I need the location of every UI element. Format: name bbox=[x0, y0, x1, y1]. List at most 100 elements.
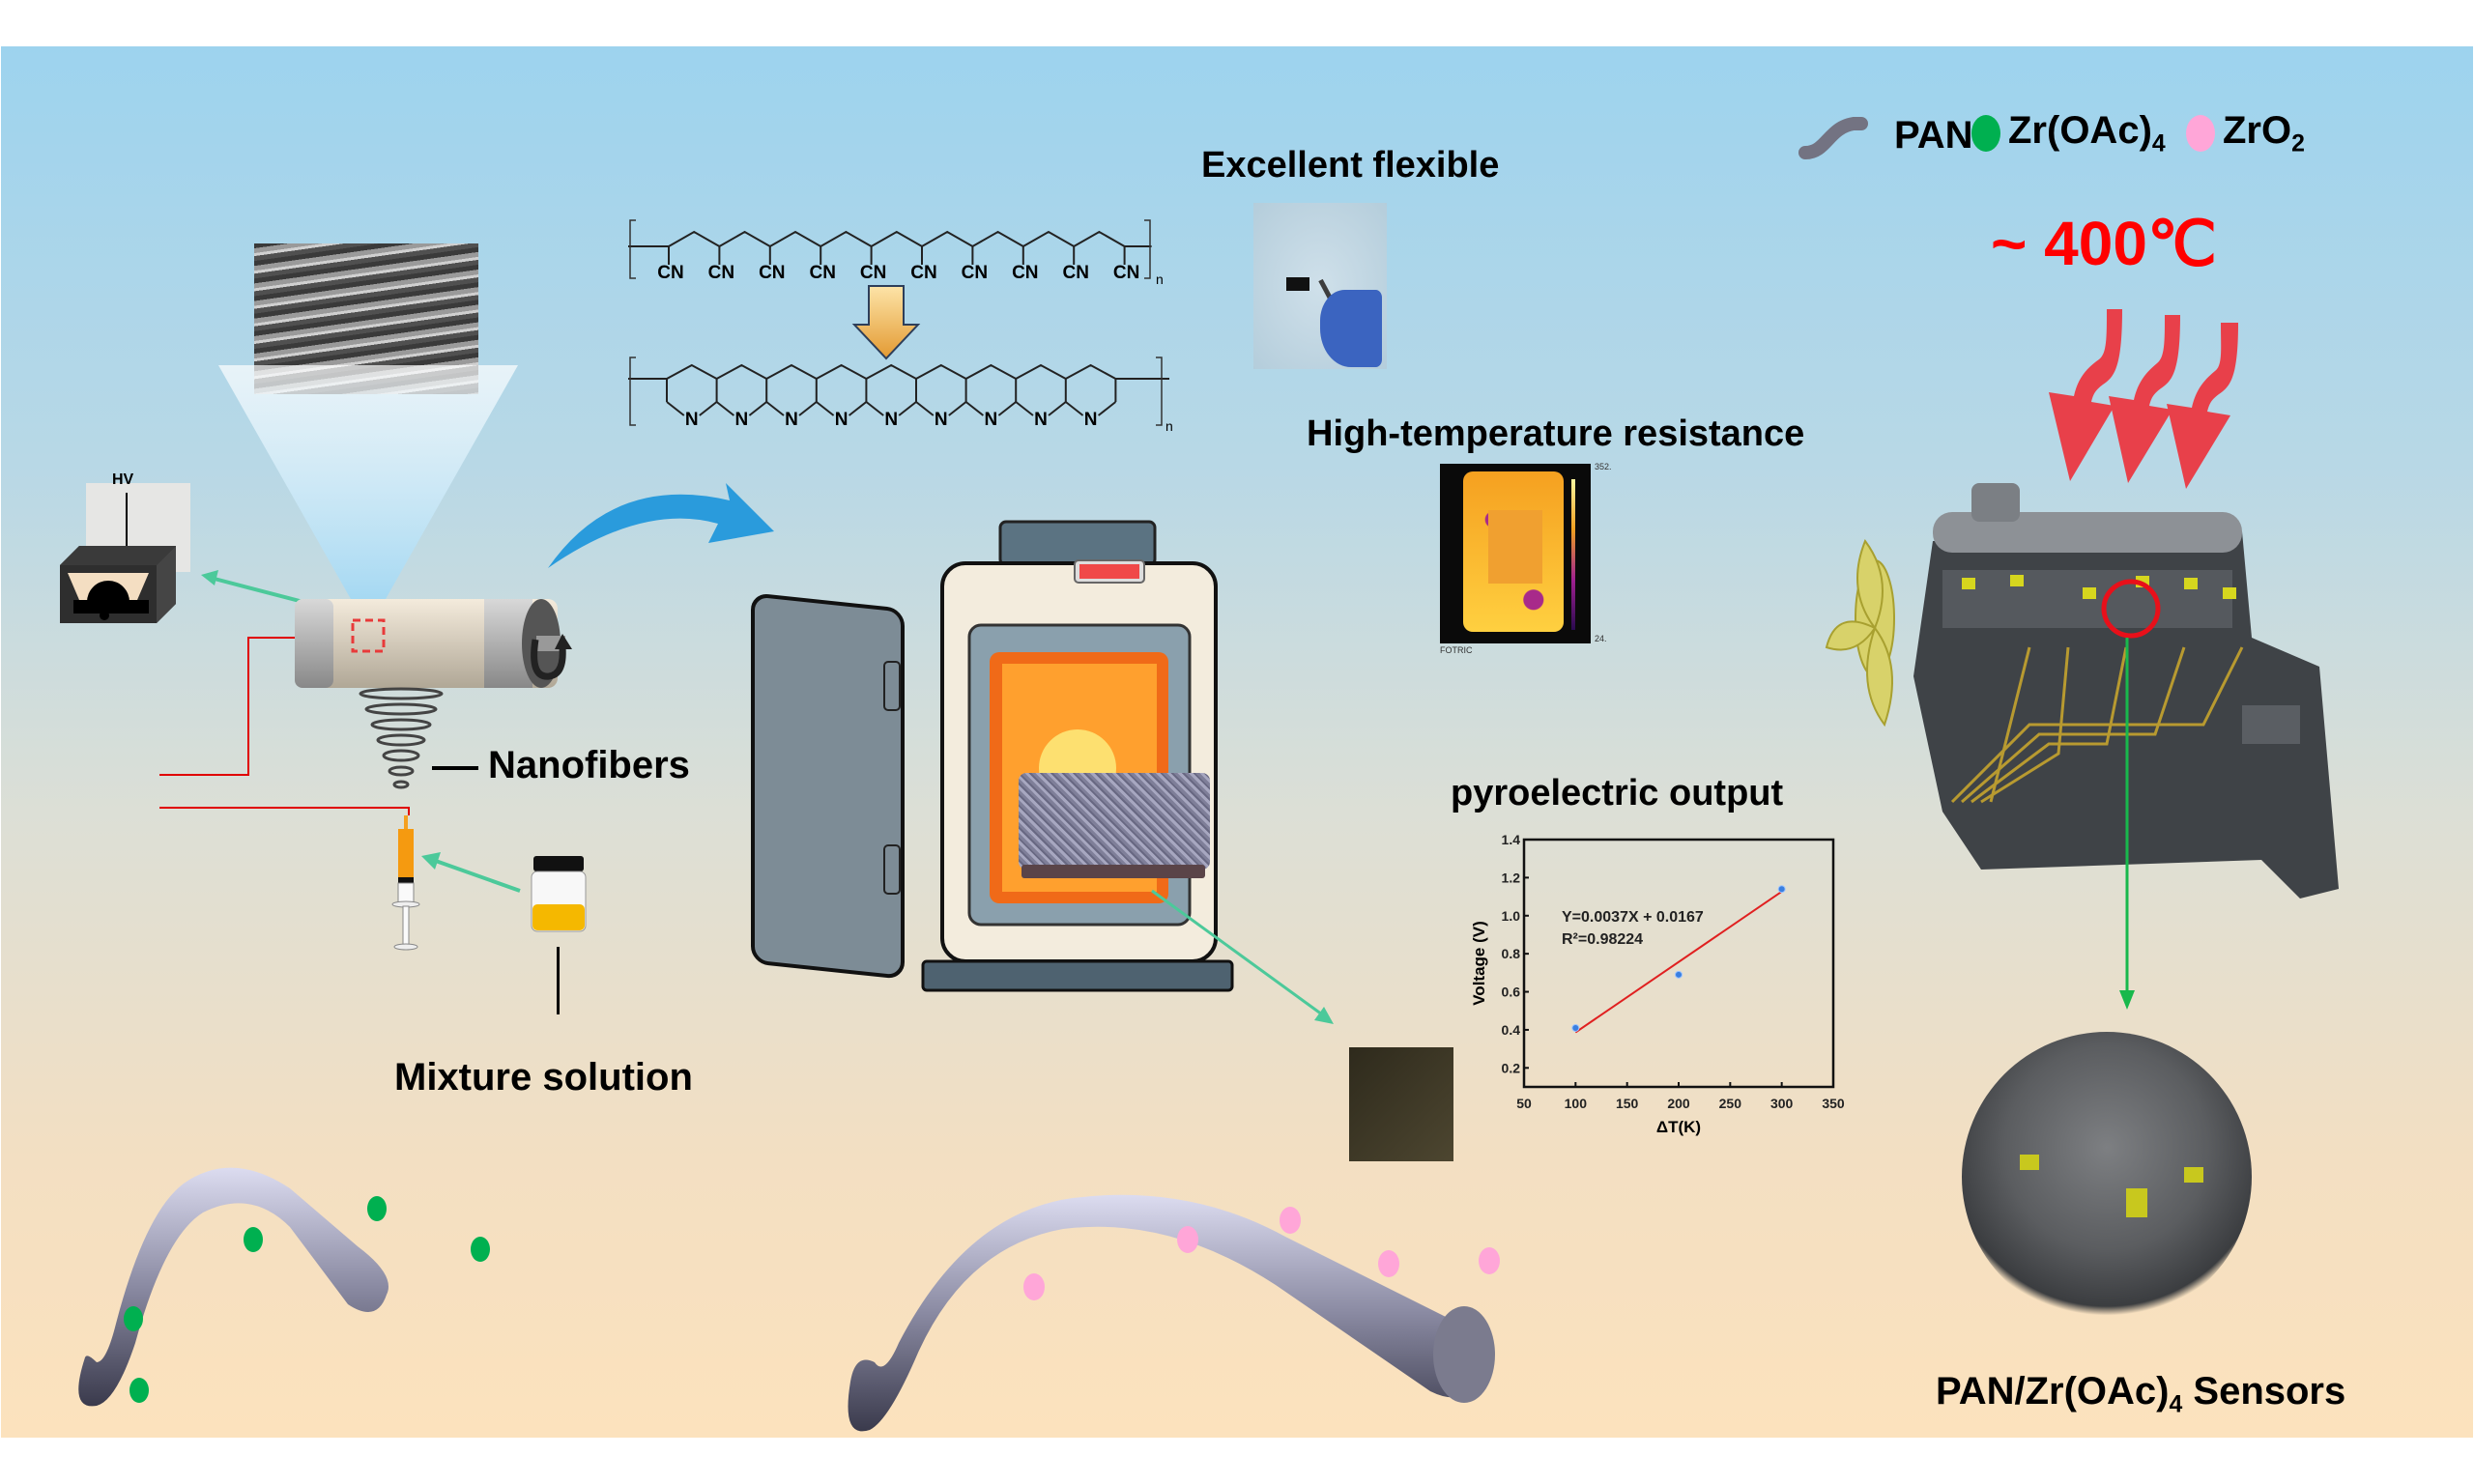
nitrogen-atom-label: N bbox=[985, 410, 998, 430]
collector-drum bbox=[295, 599, 565, 688]
y-tick-label: 0.6 bbox=[1502, 985, 1521, 1000]
zr-oac-particle bbox=[367, 1196, 387, 1221]
taylor-cone-jet bbox=[359, 687, 444, 789]
ring-bond bbox=[997, 401, 1017, 416]
nitrogen-atom-label: N bbox=[1084, 410, 1098, 430]
mixture-solution-label: Mixture solution bbox=[394, 1056, 693, 1099]
y-tick-label: 1.4 bbox=[1502, 832, 1521, 847]
cyclization-arrow-icon bbox=[851, 285, 921, 360]
zr-oac-particle bbox=[124, 1306, 143, 1331]
data-point bbox=[1675, 970, 1683, 979]
ring-bond bbox=[1097, 401, 1117, 416]
y-tick-label: 1.0 bbox=[1502, 908, 1521, 924]
engine-fan-icon bbox=[1825, 538, 1895, 728]
x-tick-label: 200 bbox=[1667, 1096, 1690, 1111]
hv-red-wires bbox=[159, 637, 410, 815]
cn-group-label: CN bbox=[860, 263, 886, 283]
y-tick-label: 0.4 bbox=[1502, 1022, 1521, 1038]
nitrogen-atom-label: N bbox=[884, 410, 898, 430]
hv-label: HV bbox=[112, 471, 134, 488]
ring-bond bbox=[1015, 401, 1034, 416]
nanofibers-label: Nanofibers bbox=[488, 744, 690, 786]
ring-bond bbox=[915, 401, 935, 416]
x-tick-label: 300 bbox=[1770, 1096, 1794, 1111]
cn-group-label: CN bbox=[1113, 263, 1139, 283]
sensor-patch bbox=[2020, 1155, 2039, 1170]
magnification-cone bbox=[218, 365, 518, 614]
cn-group-label: CN bbox=[1012, 263, 1038, 283]
cn-group-label: CN bbox=[759, 263, 785, 283]
zro2-particle bbox=[1280, 1207, 1301, 1234]
zro2-particle bbox=[1479, 1247, 1500, 1274]
cn-group-label: CN bbox=[962, 263, 988, 283]
zr-oac-particle bbox=[129, 1378, 149, 1403]
sensor-patch bbox=[2126, 1188, 2147, 1217]
zr-oac-particle bbox=[244, 1227, 263, 1252]
ring-bond bbox=[1048, 401, 1067, 416]
x-tick-label: 50 bbox=[1516, 1096, 1532, 1111]
ring-bond bbox=[948, 401, 967, 416]
cn-group-label: CN bbox=[708, 263, 734, 283]
legend-zr-oac-label: Zr(OAc)4 bbox=[2008, 109, 2166, 157]
y-axis-label: Voltage (V) bbox=[1470, 921, 1488, 1006]
legend-zr-oac-dot bbox=[1971, 115, 2000, 152]
hv-power-supply bbox=[60, 546, 176, 623]
y-tick-label: 0.8 bbox=[1502, 946, 1521, 961]
ring-bond bbox=[715, 401, 735, 416]
sensor-closeup-image bbox=[1962, 1032, 2252, 1322]
flexible-sample bbox=[1286, 277, 1309, 291]
cn-group-label: CN bbox=[910, 263, 936, 283]
nitrogen-atom-label: N bbox=[735, 410, 749, 430]
pan-zro2-fiber bbox=[848, 1194, 1495, 1432]
legend-zro2-dot bbox=[2186, 115, 2215, 152]
thermal-colorbar bbox=[1571, 479, 1575, 630]
ring-bond bbox=[765, 401, 785, 416]
ring-bond bbox=[699, 401, 718, 416]
plot-frame bbox=[1522, 838, 1835, 1089]
rotation-arrow-icon bbox=[531, 634, 572, 680]
fit-line bbox=[1574, 890, 1783, 1034]
bracket-left bbox=[629, 357, 636, 426]
process-flow-arrow-icon bbox=[548, 483, 774, 568]
x-tick-label: 250 bbox=[1719, 1096, 1742, 1111]
ring-bond bbox=[964, 401, 985, 416]
hv-wire bbox=[126, 493, 128, 549]
nitrogen-atom-label: N bbox=[685, 410, 699, 430]
zro2-particle bbox=[1378, 1250, 1399, 1277]
nitrogen-atom-label: N bbox=[785, 410, 798, 430]
temperature-label: ~ 400℃ bbox=[1991, 209, 2217, 278]
ring-bond bbox=[666, 401, 685, 416]
ring-bond bbox=[748, 401, 767, 416]
y-tick-label: 0.2 bbox=[1502, 1060, 1521, 1075]
ring-bond bbox=[816, 401, 835, 416]
nitrogen-atom-label: N bbox=[1034, 410, 1048, 430]
ladder-top bbox=[628, 363, 1116, 381]
data-point bbox=[1777, 885, 1786, 894]
excellent-flexible-label: Excellent flexible bbox=[1201, 145, 1500, 186]
solution-vial-icon bbox=[531, 856, 587, 1014]
data-point bbox=[1571, 1023, 1580, 1032]
zro2-particle bbox=[1177, 1226, 1198, 1253]
high-temp-resistance-label: High-temperature resistance bbox=[1307, 414, 1805, 454]
thermal-brand: FOTRIC bbox=[1440, 645, 1473, 655]
nitrogen-atom-label: N bbox=[935, 410, 948, 430]
zr-oac-particle bbox=[471, 1237, 490, 1262]
bracket-left bbox=[629, 219, 636, 279]
fiber-body bbox=[78, 1167, 388, 1407]
zro2-particle bbox=[1023, 1273, 1045, 1300]
cn-group-label: CN bbox=[809, 263, 835, 283]
thermal-scale-min: 24. bbox=[1595, 634, 1607, 643]
x-tick-label: 350 bbox=[1822, 1096, 1845, 1111]
furnace-to-sample-arrow bbox=[1151, 889, 1334, 1024]
r-squared-label: R²=0.98224 bbox=[1562, 931, 1643, 948]
x-axis-label: ΔT(K) bbox=[1656, 1118, 1701, 1136]
engine-to-sensor-arrow bbox=[2119, 638, 2135, 1010]
heat-arrow-icon bbox=[2049, 309, 2238, 489]
carbonized-sample bbox=[1349, 1047, 1453, 1161]
thermal-scale-max: 352. bbox=[1595, 462, 1612, 471]
furnace-tray bbox=[1021, 865, 1205, 878]
vial-to-syringe-arrow bbox=[421, 852, 521, 893]
